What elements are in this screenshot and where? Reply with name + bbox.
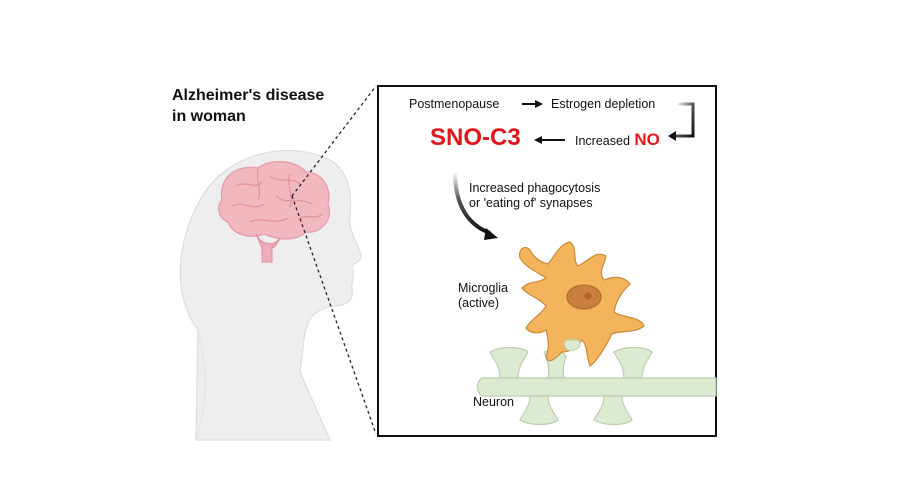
microglia-illustration <box>519 241 645 367</box>
microglia-line-1: Microglia <box>458 281 509 295</box>
label-sno-c3: SNO-C3 <box>430 124 521 151</box>
label-phagocytosis: Increased phagocytosis or 'eating of' sy… <box>469 181 600 211</box>
label-increased-no: Increased NO <box>575 130 660 150</box>
label-increased-text: Increased <box>575 134 630 148</box>
label-estrogen-depletion: Estrogen depletion <box>551 97 656 111</box>
label-microglia: Microglia (active) <box>458 281 508 311</box>
title-line-2: in woman <box>172 108 246 125</box>
brain-illustration <box>218 161 331 263</box>
neuron-illustration <box>476 346 717 426</box>
zoom-line-bottom <box>291 195 377 435</box>
zoom-line-top <box>291 85 377 197</box>
phagocytosis-line-1: Increased phagocytosis <box>469 181 601 195</box>
arrow-snoc3-to-microglia <box>453 171 491 235</box>
label-postmenopause: Postmenopause <box>409 97 500 111</box>
microglia-nucleus <box>566 284 602 310</box>
arrow-estrogen-to-no <box>676 102 695 138</box>
label-neuron: Neuron <box>473 395 514 409</box>
title-line-1: Alzheimer's disease <box>172 87 325 104</box>
figure-title: Alzheimer's disease in woman <box>172 85 324 127</box>
microglia-line-2: (active) <box>458 296 499 310</box>
phagocytosis-line-2: or 'eating of' synapses <box>469 196 593 210</box>
label-no-highlight: NO <box>634 130 660 149</box>
